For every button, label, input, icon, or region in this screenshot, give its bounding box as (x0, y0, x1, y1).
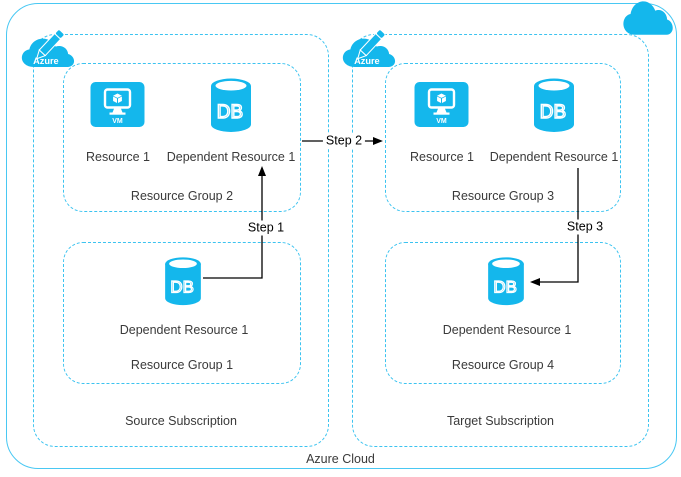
target-subscription-group (352, 34, 649, 447)
vm-icon: VM (90, 82, 145, 127)
resource-group-2-label: Resource Group 2 (130, 189, 234, 203)
pencil-icon (356, 29, 386, 60)
step-2-label: Step 2 (322, 133, 366, 149)
azure-logo-text: Azure (354, 56, 380, 66)
db-icon: DB (211, 78, 251, 132)
rg2-db-label: Dependent Resource 1 (166, 150, 296, 164)
db-icon: DB (534, 78, 574, 132)
resource-group-3-label: Resource Group 3 (451, 189, 555, 203)
azure-logo-text: Azure (33, 56, 59, 66)
db-icon: DB (165, 257, 201, 306)
resource-group-1-box (63, 242, 301, 384)
azure-cloud-label: Azure Cloud (306, 452, 375, 466)
db-icon-text: DB (540, 102, 566, 123)
vm-icon-text: VM (436, 118, 447, 125)
step-1-label: Step 1 (244, 220, 288, 236)
vm-icon-text: VM (112, 118, 123, 125)
cloud-icon (623, 1, 673, 35)
rg2-vm-label: Resource 1 (86, 150, 150, 164)
rg1-db-label: Dependent Resource 1 (119, 323, 249, 337)
resource-group-3-box (385, 63, 621, 212)
db-icon-text: DB (217, 102, 243, 123)
resource-group-4-box (385, 242, 621, 384)
db-icon-text: DB (170, 278, 194, 297)
resource-group-4-label: Resource Group 4 (451, 358, 555, 372)
step-3-label: Step 3 (563, 219, 607, 235)
rg4-db-label: Dependent Resource 1 (442, 323, 572, 337)
resource-group-2-box (63, 63, 301, 212)
rg3-vm-label: Resource 1 (410, 150, 474, 164)
db-icon-text: DB (493, 278, 517, 297)
db-icon: DB (488, 257, 524, 306)
azure-cloud-container (6, 3, 677, 469)
azure-logo-icon: Azure (21, 29, 75, 67)
pencil-icon (35, 29, 65, 60)
vm-icon: VM (414, 82, 469, 127)
target-subscription-label: Target Subscription (446, 414, 554, 428)
rg3-db-label: Dependent Resource 1 (489, 150, 619, 164)
source-subscription-group (33, 34, 329, 447)
azure-logo-icon: Azure (342, 29, 396, 67)
source-subscription-label: Source Subscription (125, 414, 237, 428)
resource-group-1-label: Resource Group 1 (130, 358, 234, 372)
